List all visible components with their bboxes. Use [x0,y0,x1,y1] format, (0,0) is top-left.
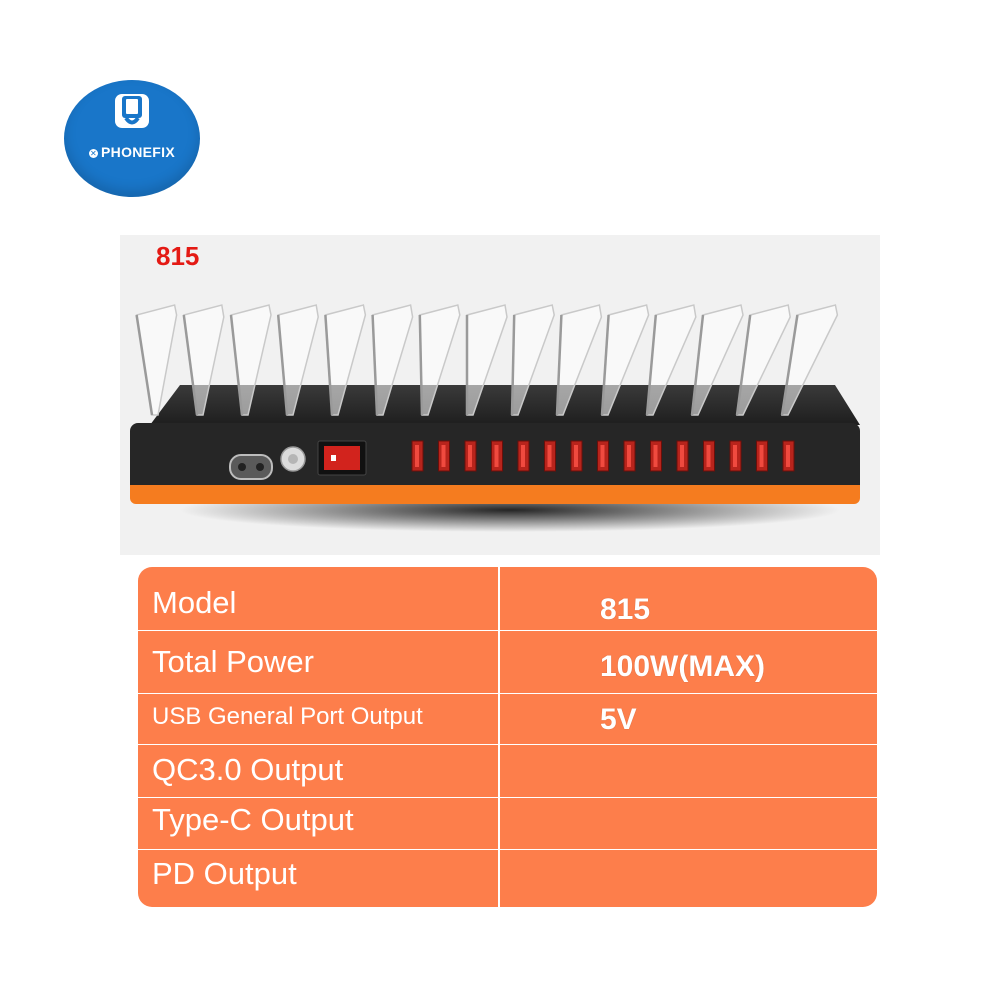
spec-label: USB General Port Output [152,703,423,730]
usb-port [464,440,477,472]
usb-port [438,440,450,472]
dock-top-surface [150,385,860,425]
usb-port [411,440,424,472]
usb-port [782,440,795,472]
divider-slot [324,304,367,416]
spec-label: Type-C Output [152,802,354,837]
usb-port [729,440,742,472]
spec-column-divider [498,567,500,907]
usb-port [544,440,556,472]
divider-slot [645,304,697,416]
divider-slot [276,304,319,416]
product-image: 815 [120,235,880,555]
usb-port-row [411,440,795,472]
power-switch-icon [317,440,367,476]
brand-name-text: PHONEFIX [101,144,175,160]
spec-row: Type-C Output [138,797,877,850]
usb-port [703,440,715,472]
voltage-dial-icon [280,446,306,472]
dock-orange-base [130,480,860,504]
spec-row: PD Output [138,849,877,907]
usb-port [491,440,503,472]
spec-row: USB General Port Output 5V [138,693,877,745]
spec-label: PD Output [152,856,297,891]
divider-slot [182,304,225,416]
usb-port [650,440,662,472]
divider-slot [555,304,603,416]
divider-slot [465,304,508,416]
divider-slot [600,304,650,416]
divider-slot [780,304,839,416]
divider-slot [510,304,555,416]
phonefix-logo: ✕PHONEFIX [64,80,200,197]
usb-port [517,440,530,472]
close-circle-icon: ✕ [89,149,99,158]
divider-slot [371,304,414,416]
brand-name: ✕PHONEFIX [64,144,200,160]
usb-port [597,440,609,472]
charging-dock-illustration [130,304,860,532]
divider-slots [135,304,839,416]
spec-label: Model [152,585,237,620]
spec-value: 815 [600,593,651,626]
spec-value: 5V [600,703,637,736]
usb-port [623,440,636,472]
divider-slot [735,304,791,416]
divider-slot [135,304,178,416]
usb-port [570,440,583,472]
spec-row: Model 815 [138,567,877,631]
spec-row: QC3.0 Output [138,744,877,798]
divider-slot [418,304,461,416]
ac-socket-icon [229,454,273,480]
phone-wrench-icon [115,94,149,128]
divider-slot [690,304,744,416]
usb-port [676,440,689,472]
product-model-label: 815 [156,241,200,271]
spec-value: 100W(MAX) [600,650,766,683]
spec-row: Total Power 100W(MAX) [138,630,877,694]
usb-port [756,440,768,472]
divider-slot [229,304,272,416]
spec-label: Total Power [152,644,314,679]
spec-label: QC3.0 Output [152,752,344,787]
